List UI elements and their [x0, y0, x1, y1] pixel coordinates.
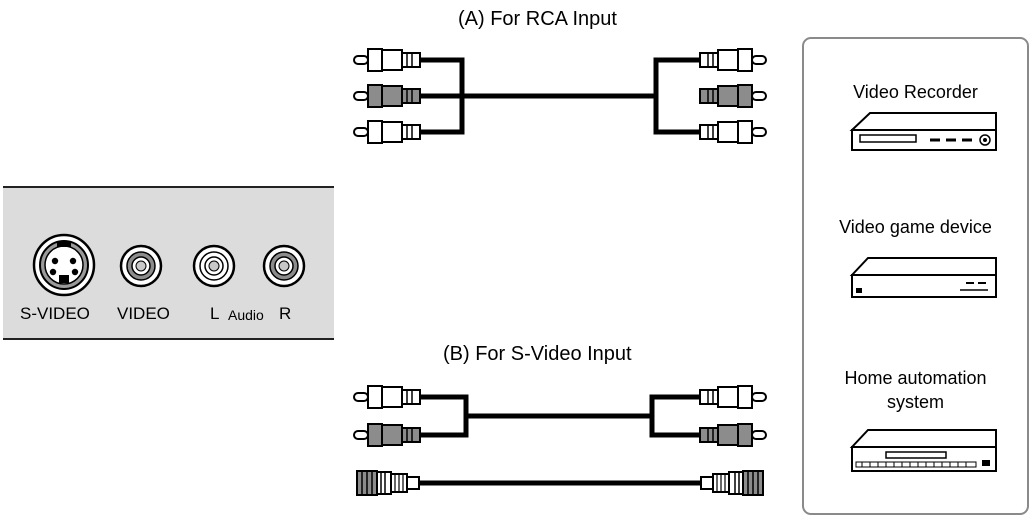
- rca-plug-b-left-white: [353, 385, 421, 409]
- video-label: VIDEO: [117, 304, 170, 323]
- home-automation-system-icon: [849, 429, 997, 472]
- rca-plug-a-left-white-2: [353, 120, 421, 144]
- video-game-device-icon: [849, 257, 997, 298]
- video-recorder-icon: [849, 112, 997, 151]
- rca-plug-b-right-white: [699, 385, 767, 409]
- home-automation-label-line1: Home automation: [844, 368, 987, 388]
- video-game-device-label: Video game device: [839, 217, 992, 237]
- rca-plug-b-left-gray: [353, 423, 421, 447]
- svideo-jack-icon: [32, 233, 96, 297]
- rca-plug-a-left-gray: [353, 84, 421, 108]
- section-a-title: (A) For RCA Input: [458, 8, 617, 30]
- section-b-title: (B) For S-Video Input: [443, 343, 632, 365]
- svideo-plug-right: [700, 470, 764, 496]
- devices-box: [802, 37, 1029, 515]
- svideo-label: S-VIDEO: [20, 304, 90, 323]
- video-recorder-label: Video Recorder: [853, 82, 978, 102]
- rca-plug-b-right-gray: [699, 423, 767, 447]
- rca-cable-a: [420, 57, 700, 135]
- rca-plug-a-right-white: [699, 48, 767, 72]
- audio-label: Audio: [228, 307, 264, 323]
- video-jack-icon: [119, 244, 163, 288]
- svideo-plug-left: [356, 470, 420, 496]
- rca-plug-a-left-white: [353, 48, 421, 72]
- audio-l-jack-icon: [192, 244, 236, 288]
- audio-l-label: L: [210, 304, 220, 323]
- home-automation-label-line2: system: [886, 392, 944, 412]
- audio-cable-b: [420, 394, 700, 438]
- audio-r-jack-icon: [262, 244, 306, 288]
- audio-r-label: R: [279, 304, 292, 323]
- rca-plug-a-right-gray: [699, 84, 767, 108]
- rca-plug-a-right-white-2: [699, 120, 767, 144]
